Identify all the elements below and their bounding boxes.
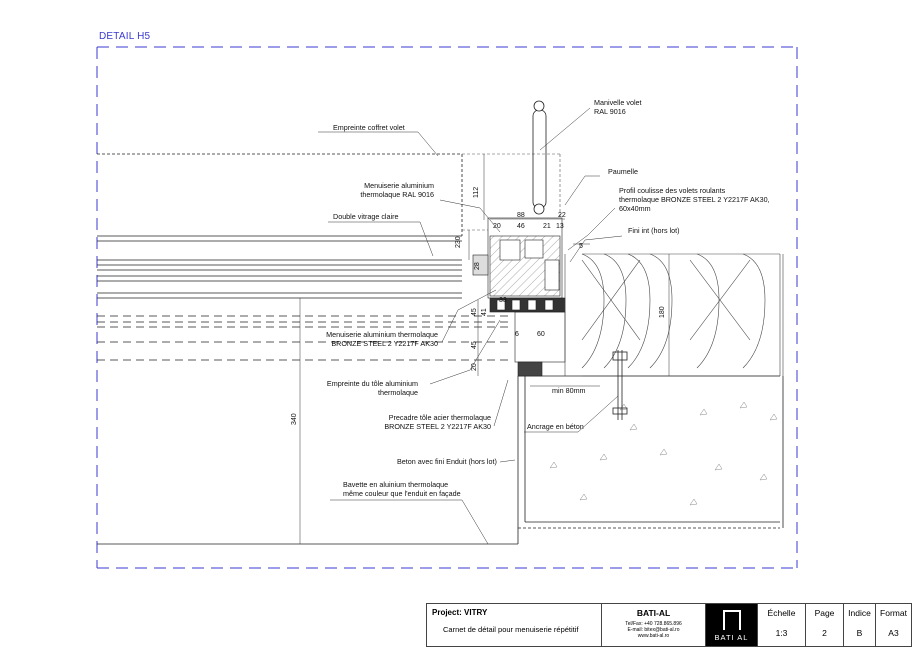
label-fini-int: Fini int (hors lot) [628, 226, 680, 235]
dim-180: 180 [659, 306, 666, 318]
label-menuiserie-ral-1: Menuiserie aluminium [364, 181, 434, 190]
wall-outline [97, 153, 784, 545]
indice-label: Indice [848, 608, 871, 618]
dim-60: 60 [537, 331, 545, 338]
label-empreinte-coffret: Empreinte coffret volet [333, 123, 405, 132]
dim-45b: 45 [471, 341, 478, 349]
indice-cell: Indice B [843, 604, 875, 646]
label-double-vitrage: Double vitrage claire [333, 212, 399, 221]
label-bavette-1: Bavette en aluinium thermolaque [343, 480, 448, 489]
label-ancrage: Ancrage en béton [527, 422, 584, 431]
label-profil-coulisse-1: Profil coulisse des volets roulants [619, 186, 726, 195]
title-block: Project: VITRY Carnet de détail pour men… [426, 603, 912, 647]
company-name: BATI-AL [636, 608, 671, 618]
echelle-cell: Échelle 1:3 [757, 604, 805, 646]
leader-lines [318, 107, 623, 545]
label-min80: min 80mm [552, 386, 586, 395]
insulation [564, 253, 784, 377]
dim-41: 41 [481, 308, 488, 316]
dim-45a: 45 [471, 308, 478, 316]
label-beton: Beton avec fini Enduit (hors lot) [397, 457, 497, 466]
label-profil-coulisse-2: thermolaque BRONZE STEEL 2 Y2217F AK30, [619, 195, 770, 204]
dim-21: 21 [543, 223, 551, 230]
label-empreinte-tole-1: Empreinte du tôle aluminium [327, 379, 418, 388]
detail-title: DETAIL H5 [99, 31, 151, 42]
dim-33: 33 [499, 297, 507, 304]
window-profile [472, 217, 566, 377]
company-logo-icon [723, 610, 741, 630]
page-value: 2 [822, 628, 827, 638]
page-cell: Page 2 [805, 604, 843, 646]
format-label: Format [880, 608, 907, 618]
echelle-label: Échelle [767, 608, 796, 618]
echelle-value: 1:3 [775, 628, 788, 638]
format-value: A3 [888, 628, 899, 638]
dim-20: 20 [493, 223, 501, 230]
dim-340: 340 [291, 413, 298, 425]
logo-cell: BATI AL [705, 604, 757, 646]
company-contact-1: Tel/Fax: +40 728.865.896 [625, 621, 682, 627]
frame-border [96, 46, 798, 569]
page-label: Page [814, 608, 835, 618]
dim-22: 22 [558, 212, 566, 219]
logo-text: BATI AL [714, 633, 749, 642]
format-cell: Format A3 [875, 604, 911, 646]
label-menuiserie-bronze-1: Menuiserie aluminium thermolaque [326, 330, 438, 339]
concrete-anchor [612, 350, 628, 420]
project-name: VITRY [464, 608, 488, 617]
company-contact-3: www.bati-al.ro [637, 633, 670, 639]
dim-230: 230 [455, 236, 462, 248]
label-bavette-2: même couleur que l'enduit en façade [343, 489, 461, 498]
label-empreinte-tole-2: thermolaque [378, 388, 418, 397]
company-contact-2: E-mail: bitex@bati-al.ro [627, 627, 680, 633]
project-cell: Project: VITRY Carnet de détail pour men… [427, 604, 601, 646]
dimension-lines [299, 154, 670, 544]
label-manivelle-2: RAL 9016 [594, 107, 626, 116]
label-menuiserie-ral-2: thermolaque RAL 9016 [360, 190, 434, 199]
dim-88: 88 [517, 212, 525, 219]
label-precadre-2: BRONZE STEEL 2 Y2217F AK30 [384, 422, 491, 431]
dim-20b: 20 [471, 363, 478, 371]
dim-13: 13 [556, 223, 564, 230]
dim-46: 46 [517, 223, 525, 230]
label-paumelle: Paumelle [608, 167, 638, 176]
indice-value: B [856, 628, 863, 638]
dim-6: 6 [515, 331, 519, 338]
project-label: Project: [432, 608, 462, 617]
project-description: Carnet de détail pour menuiserie répétit… [443, 625, 579, 634]
label-manivelle-1: Manivelle volet [594, 98, 642, 107]
dim-112: 112 [473, 187, 480, 198]
company-cell: BATI-AL Tel/Fax: +40 728.865.896 E-mail:… [601, 604, 705, 646]
crank-handle [532, 100, 547, 215]
label-profil-coulisse-3: 60x40mm [619, 204, 651, 213]
concrete-fill [549, 401, 778, 506]
dim-28: 28 [474, 262, 481, 270]
label-precadre-1: Precadre tôle acier thermolaque [389, 413, 491, 422]
dim-5: 5 [579, 243, 583, 250]
label-menuiserie-bronze-2: BRONZE STEEL 2 Y2217F AK30 [331, 339, 438, 348]
